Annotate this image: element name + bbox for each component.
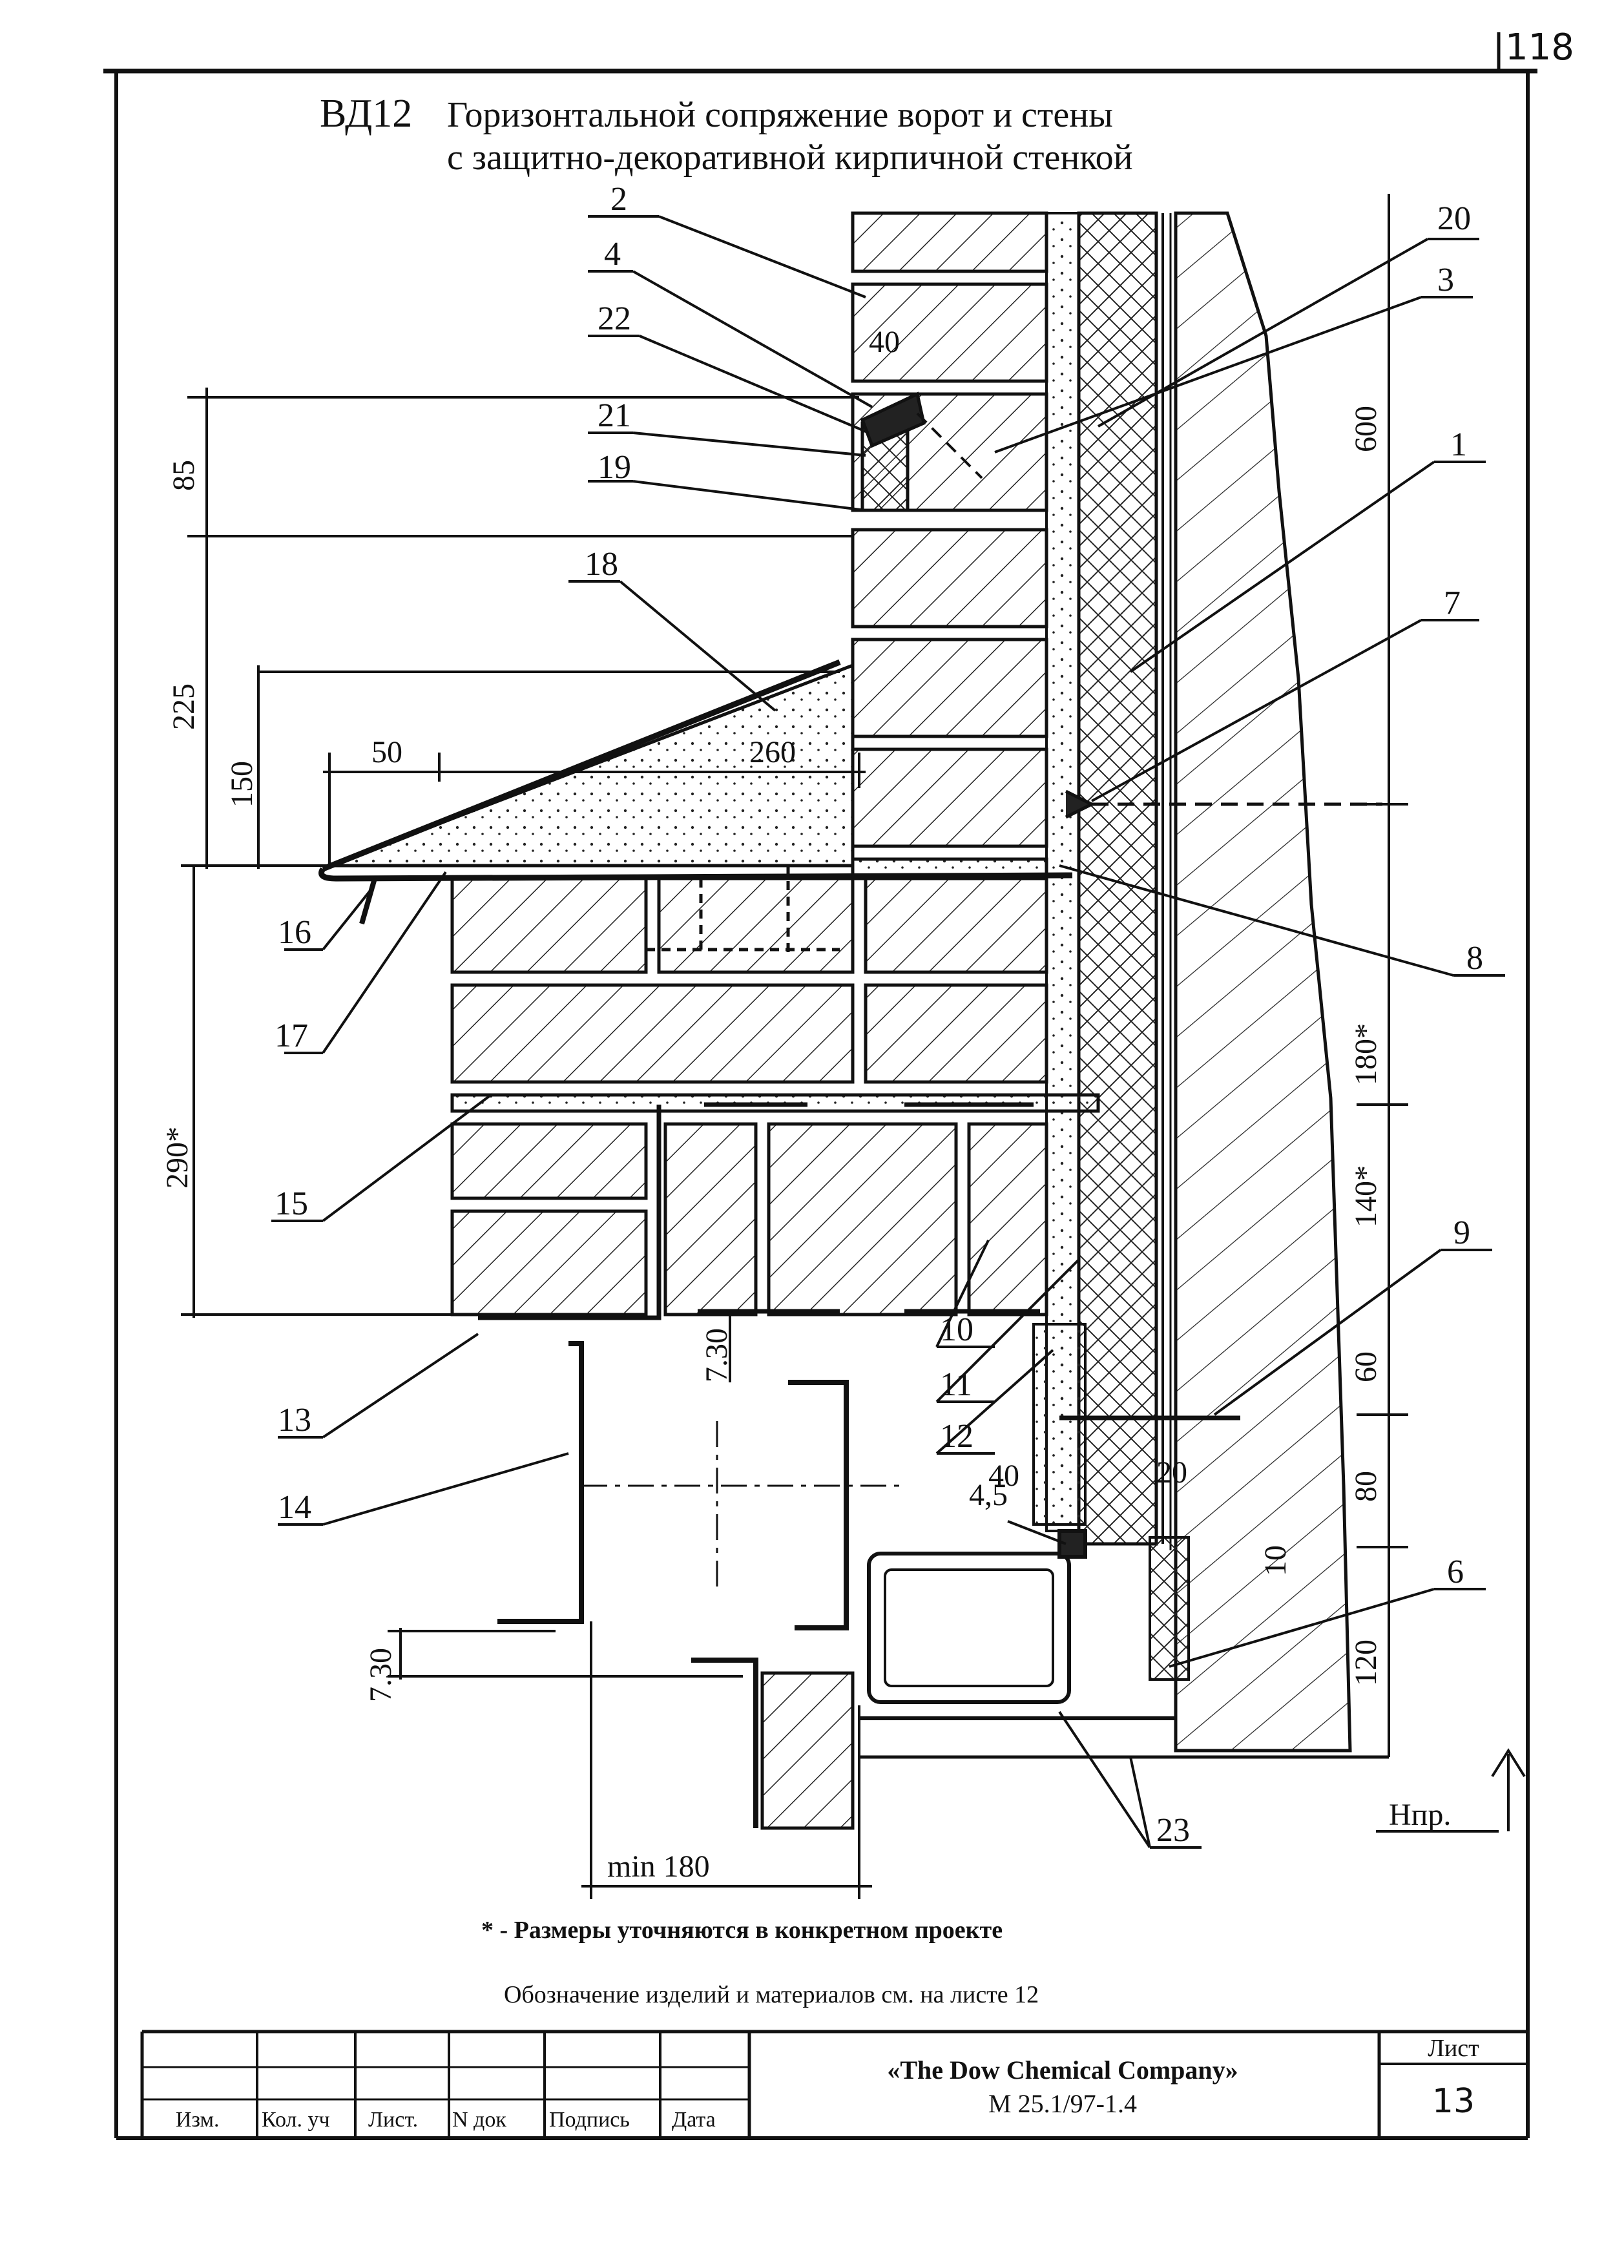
dim-50: 50 xyxy=(371,735,402,769)
window-sill-flashing xyxy=(318,659,1073,925)
dim-140: 140* xyxy=(1349,1165,1383,1227)
facing-brick-wall xyxy=(851,211,1048,880)
sheet-label: Лист xyxy=(1428,2035,1479,2062)
col-izm: Изм. xyxy=(176,2108,220,2132)
callout-21: 21 xyxy=(598,397,631,434)
gate-frame-profile xyxy=(497,1341,855,1830)
col-n-dok: N док xyxy=(452,2108,506,2132)
callout-12: 12 xyxy=(940,1418,973,1455)
callout-15: 15 xyxy=(275,1185,308,1222)
note-asterisk: * - Размеры уточняются в конкретном прое… xyxy=(481,1917,1003,1944)
sealant-joint xyxy=(860,391,983,512)
callout-10: 10 xyxy=(940,1311,973,1348)
callout-2: 2 xyxy=(610,181,627,218)
dim-min-180: min 180 xyxy=(607,1849,710,1884)
dim-85: 85 xyxy=(167,460,201,491)
callout-14: 14 xyxy=(278,1489,311,1526)
dim-290: 290* xyxy=(160,1127,194,1189)
callout-22: 22 xyxy=(598,300,631,337)
col-kol-uch: Кол. уч xyxy=(262,2108,330,2132)
sheet-frame xyxy=(103,32,1537,2140)
document-number: М 25.1/97-1.4 xyxy=(988,2089,1137,2118)
title-block xyxy=(140,2030,1528,2138)
sheet-number: 13 xyxy=(1432,2082,1475,2121)
callout-6: 6 xyxy=(1447,1554,1464,1590)
centerlines xyxy=(581,1421,904,1589)
dim-4-5: 4,5 xyxy=(969,1478,1008,1512)
callout-8: 8 xyxy=(1466,940,1483,977)
dim-80: 80 xyxy=(1349,1471,1383,1502)
callout-20: 20 xyxy=(1437,200,1471,237)
callout-17: 17 xyxy=(275,1017,308,1054)
dim-20: 20 xyxy=(1156,1455,1187,1490)
dim-60: 60 xyxy=(1349,1351,1383,1382)
steel-angles xyxy=(478,1102,1040,1320)
dim-40-mid: 40 xyxy=(988,1459,1019,1493)
callout-3: 3 xyxy=(1437,262,1454,298)
col-podpis: Подпись xyxy=(549,2108,630,2132)
callout-leaders xyxy=(271,215,1505,1849)
title-code: ВД12 xyxy=(320,92,412,136)
title-line-1: Горизонтальной сопряжение ворот и стены xyxy=(447,95,1113,135)
callout-13: 13 xyxy=(278,1402,311,1439)
callout-9: 9 xyxy=(1453,1214,1470,1251)
dim-225: 225 xyxy=(167,683,201,730)
callout-19: 19 xyxy=(598,449,631,486)
dimension-lines xyxy=(181,194,1526,1899)
title-line-2: с защитно-декоративной кирпичной стенкой xyxy=(447,138,1133,178)
col-data: Дата xyxy=(672,2108,716,2132)
dimension-labels: 85 225 150 290* 50 260 40 600 180* 140* … xyxy=(160,325,1451,1884)
main-wall xyxy=(1174,211,1352,1753)
bottom-seal-profile xyxy=(859,1323,1389,1759)
dim-120: 120 xyxy=(1349,1639,1383,1686)
callout-11: 11 xyxy=(940,1366,972,1403)
callout-4: 4 xyxy=(604,236,621,273)
page-corner-number: 118 xyxy=(1505,26,1574,68)
title-block-headers: Изм. Кол. уч Лист. N док Подпись Дата xyxy=(176,2108,716,2132)
insulation-layer xyxy=(1077,211,1158,1546)
dim-30-b: 7.30 xyxy=(364,1648,398,1702)
dim-30-a: 7.30 xyxy=(700,1328,734,1382)
col-list: Лист. xyxy=(368,2108,418,2132)
callout-7: 7 xyxy=(1444,585,1461,621)
callout-1: 1 xyxy=(1450,426,1467,463)
callout-18: 18 xyxy=(585,546,618,583)
dim-10: 10 xyxy=(1258,1545,1293,1576)
dim-180: 180* xyxy=(1349,1023,1383,1085)
company-name: «The Dow Chemical Company» xyxy=(887,2055,1238,2085)
dim-40-top: 40 xyxy=(869,325,900,359)
anchors xyxy=(646,789,1382,1420)
note-reference: Обозначение изделий и материалов см. на … xyxy=(504,1981,1039,2008)
callout-16: 16 xyxy=(278,914,311,951)
callout-labels: 2 4 22 21 19 18 20 3 1 7 8 9 6 10 11 12 … xyxy=(275,181,1483,1849)
dim-600: 600 xyxy=(1349,406,1383,452)
dim-150: 150 xyxy=(225,761,259,807)
level-mark: Нпр. xyxy=(1389,1798,1451,1832)
dim-260: 260 xyxy=(749,735,796,769)
lintel-brickwork xyxy=(450,877,1100,1316)
callout-23: 23 xyxy=(1156,1812,1190,1849)
